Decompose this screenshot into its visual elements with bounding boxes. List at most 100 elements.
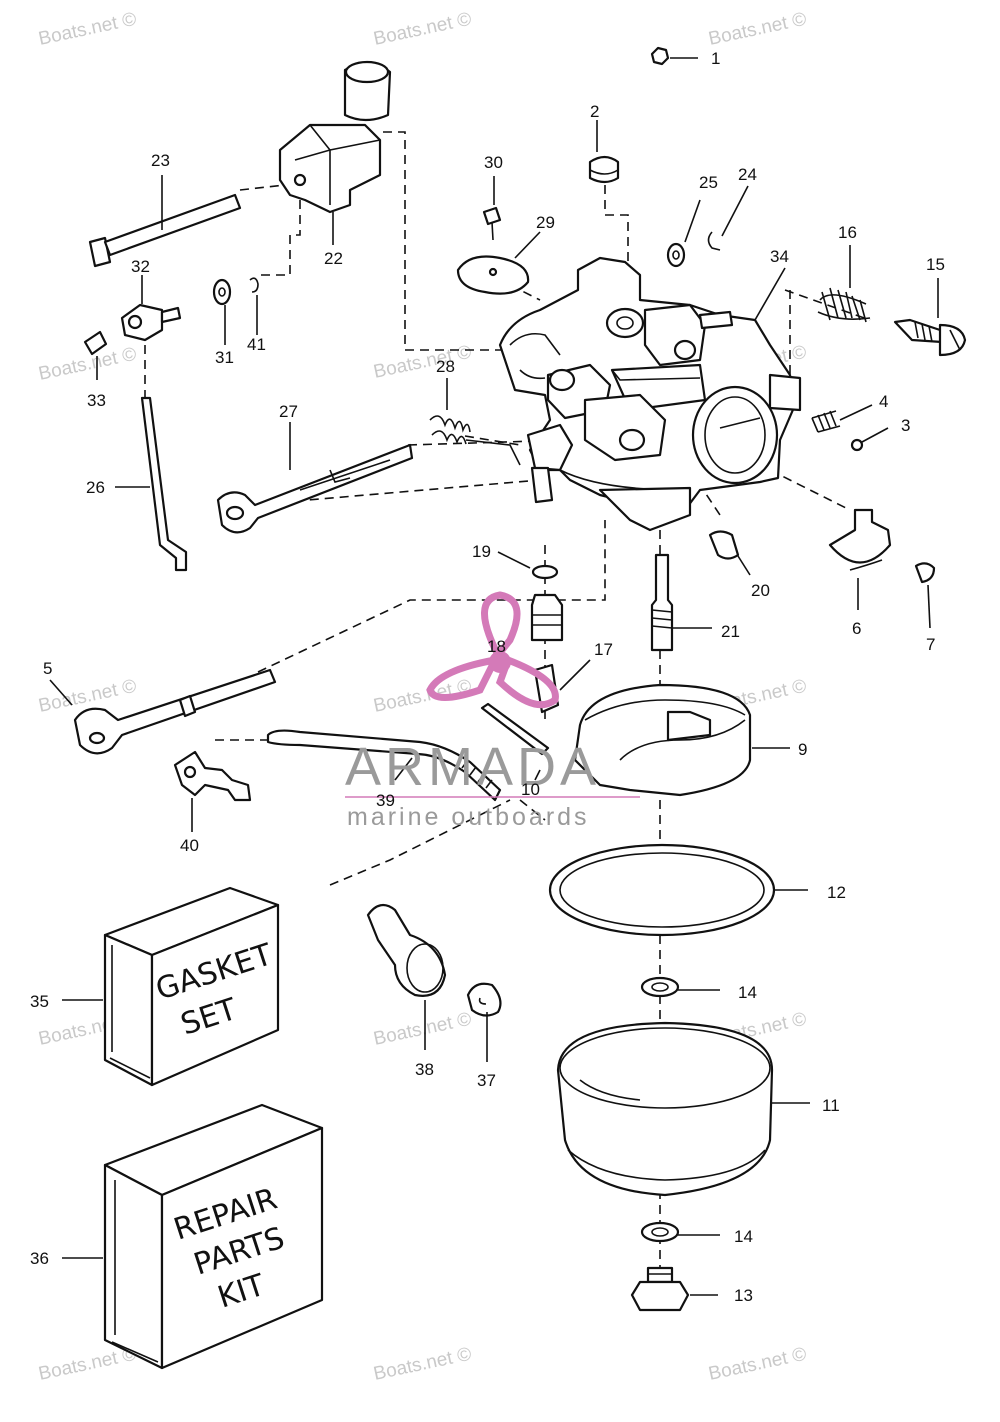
assembly-line bbox=[329, 799, 511, 886]
callout-11: 11 bbox=[822, 1096, 840, 1115]
part-16-spring bbox=[817, 245, 871, 323]
part-11-float-bowl bbox=[556, 1021, 810, 1197]
callout-12: 12 bbox=[827, 883, 846, 902]
part-34-carburetor-body bbox=[498, 256, 802, 532]
assembly-line bbox=[464, 435, 521, 446]
callout-30: 30 bbox=[484, 153, 503, 172]
callout-32: 32 bbox=[131, 257, 150, 276]
assembly-line bbox=[689, 469, 721, 516]
part-26-link-rod bbox=[115, 396, 188, 572]
part-28-spring bbox=[429, 378, 521, 466]
brand-logo: ARMADA marine outboards bbox=[345, 591, 640, 831]
propeller-icon bbox=[426, 591, 559, 709]
part-21-nozzle bbox=[650, 553, 712, 652]
assembly-line bbox=[239, 184, 286, 191]
callouts: 1 2 3 4 5 6 7 9 10 11 12 13 14 14 15 16 … bbox=[30, 49, 945, 1305]
callout-16: 16 bbox=[838, 223, 857, 242]
part-29-plate bbox=[456, 231, 541, 295]
callout-26: 26 bbox=[86, 478, 105, 497]
part-10-pin bbox=[480, 702, 550, 781]
assembly-line bbox=[383, 131, 545, 351]
callout-15: 15 bbox=[926, 255, 945, 274]
part-19-washer bbox=[497, 551, 559, 580]
watermark: Boats.net © bbox=[37, 344, 139, 385]
callout-2: 2 bbox=[590, 102, 599, 121]
part-22-bracket bbox=[278, 60, 392, 245]
part-6-cam bbox=[828, 508, 892, 610]
callout-27: 27 bbox=[279, 402, 298, 421]
part-33-setscrew bbox=[83, 330, 108, 380]
part-24-clip bbox=[707, 185, 749, 251]
part-15-needle-screw bbox=[893, 278, 967, 357]
callout-22: 22 bbox=[324, 249, 343, 268]
part-20-screw bbox=[708, 530, 751, 576]
part-41-clip bbox=[249, 277, 259, 335]
part-36-repair-kit: REPAIR PARTS KIT bbox=[62, 1103, 324, 1370]
callout-13: 13 bbox=[734, 1286, 753, 1305]
callout-3: 3 bbox=[901, 416, 910, 435]
callout-10: 10 bbox=[521, 780, 540, 799]
part-31-washer bbox=[212, 278, 232, 345]
callout-28: 28 bbox=[436, 357, 455, 376]
part-1-nut bbox=[650, 46, 698, 66]
callout-35: 35 bbox=[30, 992, 49, 1011]
part-14-washer-top bbox=[640, 976, 720, 998]
callout-41: 41 bbox=[247, 335, 266, 354]
part-23-screw bbox=[88, 175, 242, 268]
part-7-screw bbox=[914, 562, 936, 629]
callout-23: 23 bbox=[151, 151, 170, 170]
part-3-ball bbox=[850, 427, 889, 452]
callout-31: 31 bbox=[215, 348, 234, 367]
brand-name: ARMADA bbox=[345, 737, 600, 797]
callout-9: 9 bbox=[798, 740, 807, 759]
watermark: Boats.net © bbox=[372, 1344, 474, 1385]
callout-19: 19 bbox=[472, 542, 491, 561]
assembly-line bbox=[769, 469, 851, 511]
callout-33: 33 bbox=[87, 391, 106, 410]
assembly-line bbox=[604, 185, 629, 290]
watermark: Boats.net © bbox=[372, 342, 474, 383]
callout-4: 4 bbox=[879, 392, 888, 411]
callout-40: 40 bbox=[180, 836, 199, 855]
callout-25: 25 bbox=[699, 173, 718, 192]
part-40-lever bbox=[173, 750, 252, 832]
part-2-plug bbox=[588, 120, 620, 184]
part-12-gasket bbox=[548, 843, 808, 937]
callout-29: 29 bbox=[536, 213, 555, 232]
callout-38: 38 bbox=[415, 1060, 434, 1079]
part-4-spring bbox=[811, 404, 873, 433]
assembly-line bbox=[519, 799, 546, 821]
callout-21: 21 bbox=[721, 622, 740, 641]
part-9-float bbox=[573, 683, 790, 797]
watermark: Boats.net © bbox=[37, 9, 139, 50]
part-32-connector bbox=[120, 275, 182, 342]
brand-tagline: marine outboards bbox=[347, 803, 590, 831]
callout-34: 34 bbox=[770, 247, 789, 266]
callout-17: 17 bbox=[594, 640, 613, 659]
assembly-line bbox=[260, 200, 301, 276]
assembly-line bbox=[784, 289, 871, 321]
part-25-washer bbox=[666, 199, 701, 268]
watermark: Boats.net © bbox=[372, 9, 474, 50]
watermark: Boats.net © bbox=[372, 1009, 474, 1050]
part-37-washer bbox=[466, 982, 502, 1062]
callout-5: 5 bbox=[43, 659, 52, 678]
callout-14-bottom: 14 bbox=[734, 1227, 753, 1246]
part-13-plug bbox=[630, 1266, 718, 1312]
part-38-filter bbox=[366, 903, 447, 1050]
part-14-washer-bottom bbox=[640, 1221, 720, 1243]
callout-39: 39 bbox=[376, 791, 395, 810]
watermark: Boats.net © bbox=[707, 9, 809, 50]
part-30-screw bbox=[482, 176, 502, 241]
callout-14-top: 14 bbox=[738, 983, 757, 1002]
callout-18: 18 bbox=[487, 637, 506, 656]
part-5-throttle-shaft bbox=[49, 668, 277, 755]
part-39-rod bbox=[266, 729, 502, 802]
part-27-shaft bbox=[216, 422, 414, 534]
part-18-seat bbox=[530, 593, 564, 642]
watermark: Boats.net © bbox=[707, 1344, 809, 1385]
callout-36: 36 bbox=[30, 1249, 49, 1268]
callout-37: 37 bbox=[477, 1071, 496, 1090]
callout-1: 1 bbox=[711, 49, 720, 68]
